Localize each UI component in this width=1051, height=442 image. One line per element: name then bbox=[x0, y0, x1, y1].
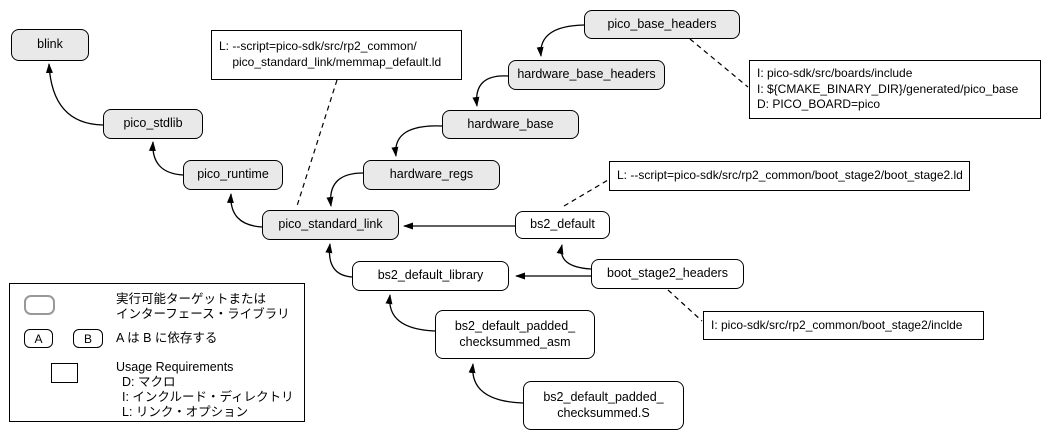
edge-pico-standard-link-bs2-default-library bbox=[325, 243, 353, 278]
legend-usage-item-link: L: リンク・オプション bbox=[122, 405, 249, 419]
node-hardware-base-headers: hardware_base_headers bbox=[508, 60, 665, 90]
edge-pico-stdlib-pico-runtime bbox=[148, 141, 184, 176]
legend-node-a: A bbox=[24, 329, 53, 348]
edge-blink-pico-stdlib bbox=[45, 63, 104, 126]
legend-usage-item-macro: D: マクロ bbox=[122, 375, 176, 389]
annotation-boot-stage2-ld: L: --script=pico-sdk/src/rp2_common/boot… bbox=[609, 161, 970, 191]
legend-usage-title: Usage Requirements bbox=[116, 360, 234, 374]
edge-hardware-base-headers-pico-base-headers bbox=[536, 24, 585, 57]
node-bs2-default: bs2_default bbox=[515, 211, 610, 239]
usage-link-bs2-default-ld bbox=[563, 179, 609, 207]
legend-target-shape bbox=[24, 295, 55, 315]
node-pico-standard-link: pico_standard_link bbox=[262, 210, 399, 240]
annotation-boot-stage2-include: I: pico-sdk/src/rp2_common/boot_stage2/i… bbox=[703, 311, 984, 340]
legend-usage-item-include: I: インクルード・ディレクトリ bbox=[122, 390, 294, 404]
node-pico-stdlib: pico_stdlib bbox=[103, 109, 203, 139]
legend-target-label: 実行可能ターゲットまたは インターフェース・ライブラリ bbox=[116, 292, 290, 321]
node-hardware-regs: hardware_regs bbox=[363, 160, 500, 190]
edge-hardware-base-hardware-base-headers bbox=[472, 75, 509, 107]
annotation-memmap-default-ld: L: --script=pico-sdk/src/rp2_common/ pic… bbox=[211, 30, 462, 80]
edge-hardware-regs-hardware-base bbox=[391, 125, 443, 157]
node-bs2-default-library: bs2_default_library bbox=[352, 261, 509, 291]
edge-bs2-default-library-asm bbox=[385, 294, 436, 332]
legend: 実行可能ターゲットまたは インターフェース・ライブラリ A B A は B に依… bbox=[9, 283, 305, 422]
annotation-pico-base-usage: I: pico-sdk/src/boards/include I: ${CMAK… bbox=[749, 60, 1041, 119]
edge-pico-runtime-pico-standard-link bbox=[226, 193, 263, 228]
node-pico-runtime: pico_runtime bbox=[183, 160, 283, 190]
edge-asm-checksummed-s bbox=[468, 363, 524, 404]
node-bs2-default-padded-checksummed-s: bs2_default_padded_ checksummed.S bbox=[523, 381, 684, 430]
node-pico-base-headers: pico_base_headers bbox=[584, 10, 740, 39]
node-boot-stage2-headers: boot_stage2_headers bbox=[591, 259, 744, 289]
legend-node-b: B bbox=[73, 329, 103, 348]
usage-link-boot-stage2-headers-include bbox=[667, 289, 703, 322]
legend-usage-block: Usage Requirements D: マクロ I: インクルード・ディレク… bbox=[116, 360, 294, 420]
legend-depends-label: A は B に依存する bbox=[116, 331, 218, 345]
edge-pico-standard-link-hardware-regs bbox=[326, 172, 364, 207]
usage-link-memmap-pico-standard-link bbox=[296, 79, 338, 207]
node-hardware-base: hardware_base bbox=[442, 110, 579, 139]
node-blink: blink bbox=[11, 29, 89, 61]
usage-link-pico-base-headers bbox=[689, 38, 749, 88]
edge-bs2-default-boot-stage2-headers bbox=[556, 244, 592, 270]
node-bs2-default-padded-checksummed-asm: bs2_default_padded_ checksummed_asm bbox=[435, 310, 595, 359]
legend-usage-shape bbox=[51, 363, 78, 383]
